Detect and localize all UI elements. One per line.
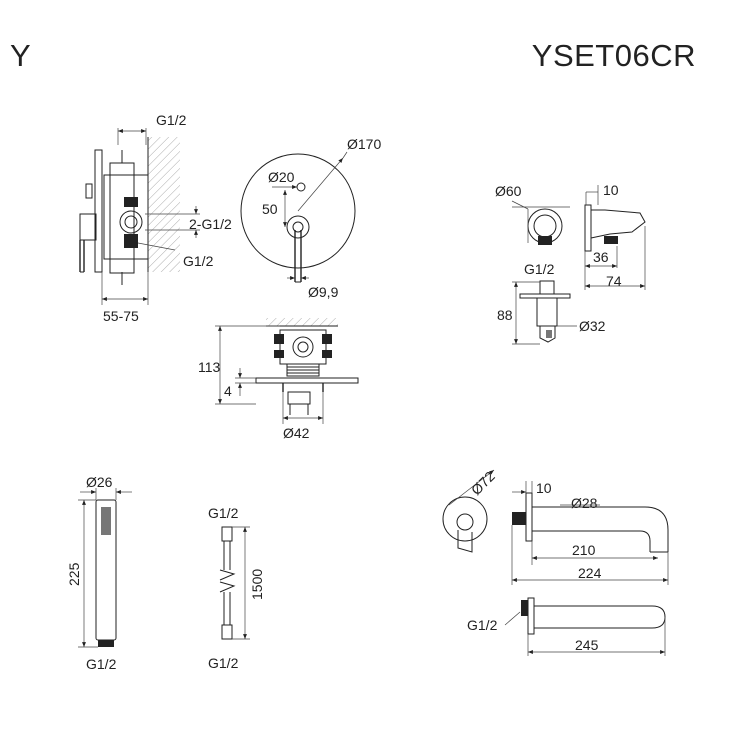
holder-depth-a-label: 36: [593, 249, 609, 265]
hand-shower-length-label: 225: [66, 562, 82, 586]
mixer-top-thread-label: G1/2: [156, 112, 187, 128]
handle-circle: [286, 215, 310, 239]
model-code: YSET06CR: [531, 38, 696, 73]
spout-length-b-label: 224: [578, 565, 602, 581]
hand-shower-view: Ø26 225 G1/2: [66, 474, 132, 672]
mixer-outlet-thread-label: 2-G1/2: [189, 216, 232, 232]
section-height-label: 113: [198, 359, 221, 375]
spout-width-label: 10: [536, 480, 552, 496]
outlet-circle: [119, 210, 143, 234]
wall-holder-view: Ø60 10 36 74 G1/2 88 Ø32: [495, 182, 646, 345]
offset-label: 50: [262, 201, 278, 217]
wall-hatch: [148, 137, 180, 272]
lever-diameter-label: Ø9,9: [308, 284, 339, 300]
spout-length-c-label: 245: [575, 637, 599, 653]
holder-width-label: 10: [603, 182, 619, 198]
body-section-view: 113 4 Ø42: [198, 318, 359, 441]
brand-label: Y: [10, 38, 32, 73]
hose-view: G1/2 1500 G1/2: [208, 505, 265, 671]
section-diameter-label: Ø42: [283, 425, 310, 441]
plate-thickness-label: 4: [224, 383, 232, 399]
spout-length-a-label: 210: [572, 542, 596, 558]
holder-depth-b-label: 74: [606, 273, 622, 289]
plate-diameter-label: Ø170: [347, 136, 381, 152]
holder-thread-label: G1/2: [524, 261, 555, 277]
spout-view: Ø72 10 Ø28 210 224 G1/2 245: [442, 468, 669, 656]
spout-pipe-diameter-label: Ø28: [571, 495, 598, 511]
spout-thread-label: G1/2: [467, 617, 498, 633]
hose-length-label: 1500: [249, 569, 265, 600]
spout-rosette-diameter-label: Ø72: [468, 468, 498, 498]
hose-bottom-thread-label: G1/2: [208, 655, 239, 671]
spout-rosette-circle: [442, 496, 488, 542]
hand-shower-diameter-label: Ø26: [86, 474, 113, 490]
cover-plate-circle: [240, 153, 356, 269]
handle-diameter-label: Ø20: [268, 169, 295, 185]
hand-shower-thread-label: G1/2: [86, 656, 117, 672]
mixer-bottom-thread-label: G1/2: [183, 253, 214, 269]
holder-cup-diameter-label: Ø32: [579, 318, 606, 334]
mixer-side-view: G1/2 2-G1/2 G1/2 55-75: [79, 112, 232, 324]
holder-diameter-label: Ø60: [495, 183, 522, 199]
mixer-depth-label: 55-75: [103, 308, 139, 324]
plate-front-view: Ø170 Ø20 50 Ø9,9: [240, 136, 381, 300]
hose-top-thread-label: G1/2: [208, 505, 239, 521]
spray-holes: [101, 507, 111, 535]
holder-height-label: 88: [497, 307, 513, 323]
